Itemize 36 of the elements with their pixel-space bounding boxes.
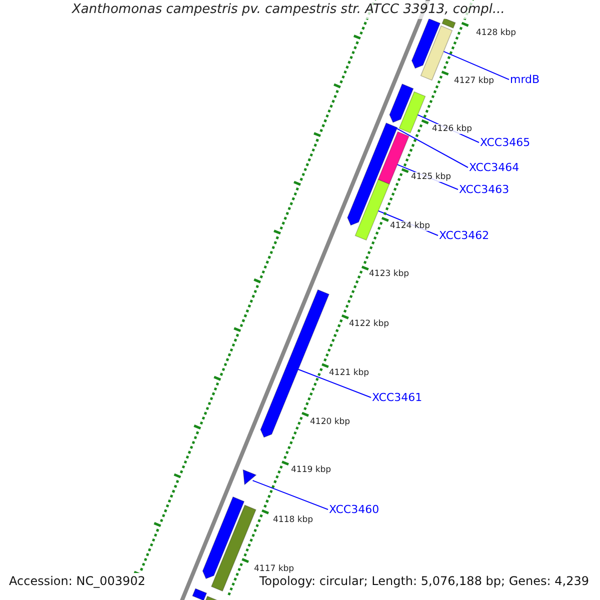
scale-label: 4120 kbp	[310, 417, 350, 427]
gene-feature	[204, 596, 220, 600]
gene-feature	[389, 83, 414, 123]
gene-label: XCC3464	[469, 161, 520, 174]
scale-label: 4119 kbp	[291, 465, 332, 475]
leader-line	[396, 128, 468, 168]
scale-label: 4124 kbp	[390, 221, 430, 231]
gene-label: XCC3461	[372, 391, 422, 404]
scale-label: 4127 kbp	[454, 76, 494, 86]
scale-label: 4117 kbp	[254, 564, 294, 574]
scale-label: 4126 kbp	[432, 124, 472, 134]
scale-label: 4123 kbp	[369, 269, 410, 279]
gene-feature	[192, 588, 208, 600]
gene-label: XCC3465	[480, 136, 530, 149]
footer-text: Topology: circular; Length: 5,076,188 bp; Genes: 4,239	[257, 573, 591, 589]
scale-label: 4128 kbp	[476, 28, 516, 38]
gene-label: mrdB	[510, 73, 540, 86]
gene-feature	[398, 91, 426, 134]
gene-feature	[420, 25, 453, 81]
scale-label: 4122 kbp	[349, 319, 390, 329]
gene-label: XCC3463	[459, 183, 510, 196]
leader-line	[443, 50, 510, 80]
scale-label: 4121 kbp	[329, 368, 370, 378]
leader-line	[252, 480, 328, 510]
gene-feature	[242, 469, 257, 486]
gene-feature	[378, 131, 410, 185]
gene-feature	[411, 18, 441, 69]
leader-line	[298, 368, 372, 398]
gene-label: XCC3462	[439, 229, 490, 242]
footer-text: Accession: NC_003902	[7, 573, 148, 589]
scale-label: 4118 kbp	[273, 515, 314, 525]
scale-label: 4125 kbp	[411, 172, 452, 182]
gene-label: XCC3460	[329, 503, 380, 516]
gene-feature	[354, 178, 390, 241]
gene-feature	[260, 289, 330, 438]
gene-feature	[202, 496, 245, 580]
